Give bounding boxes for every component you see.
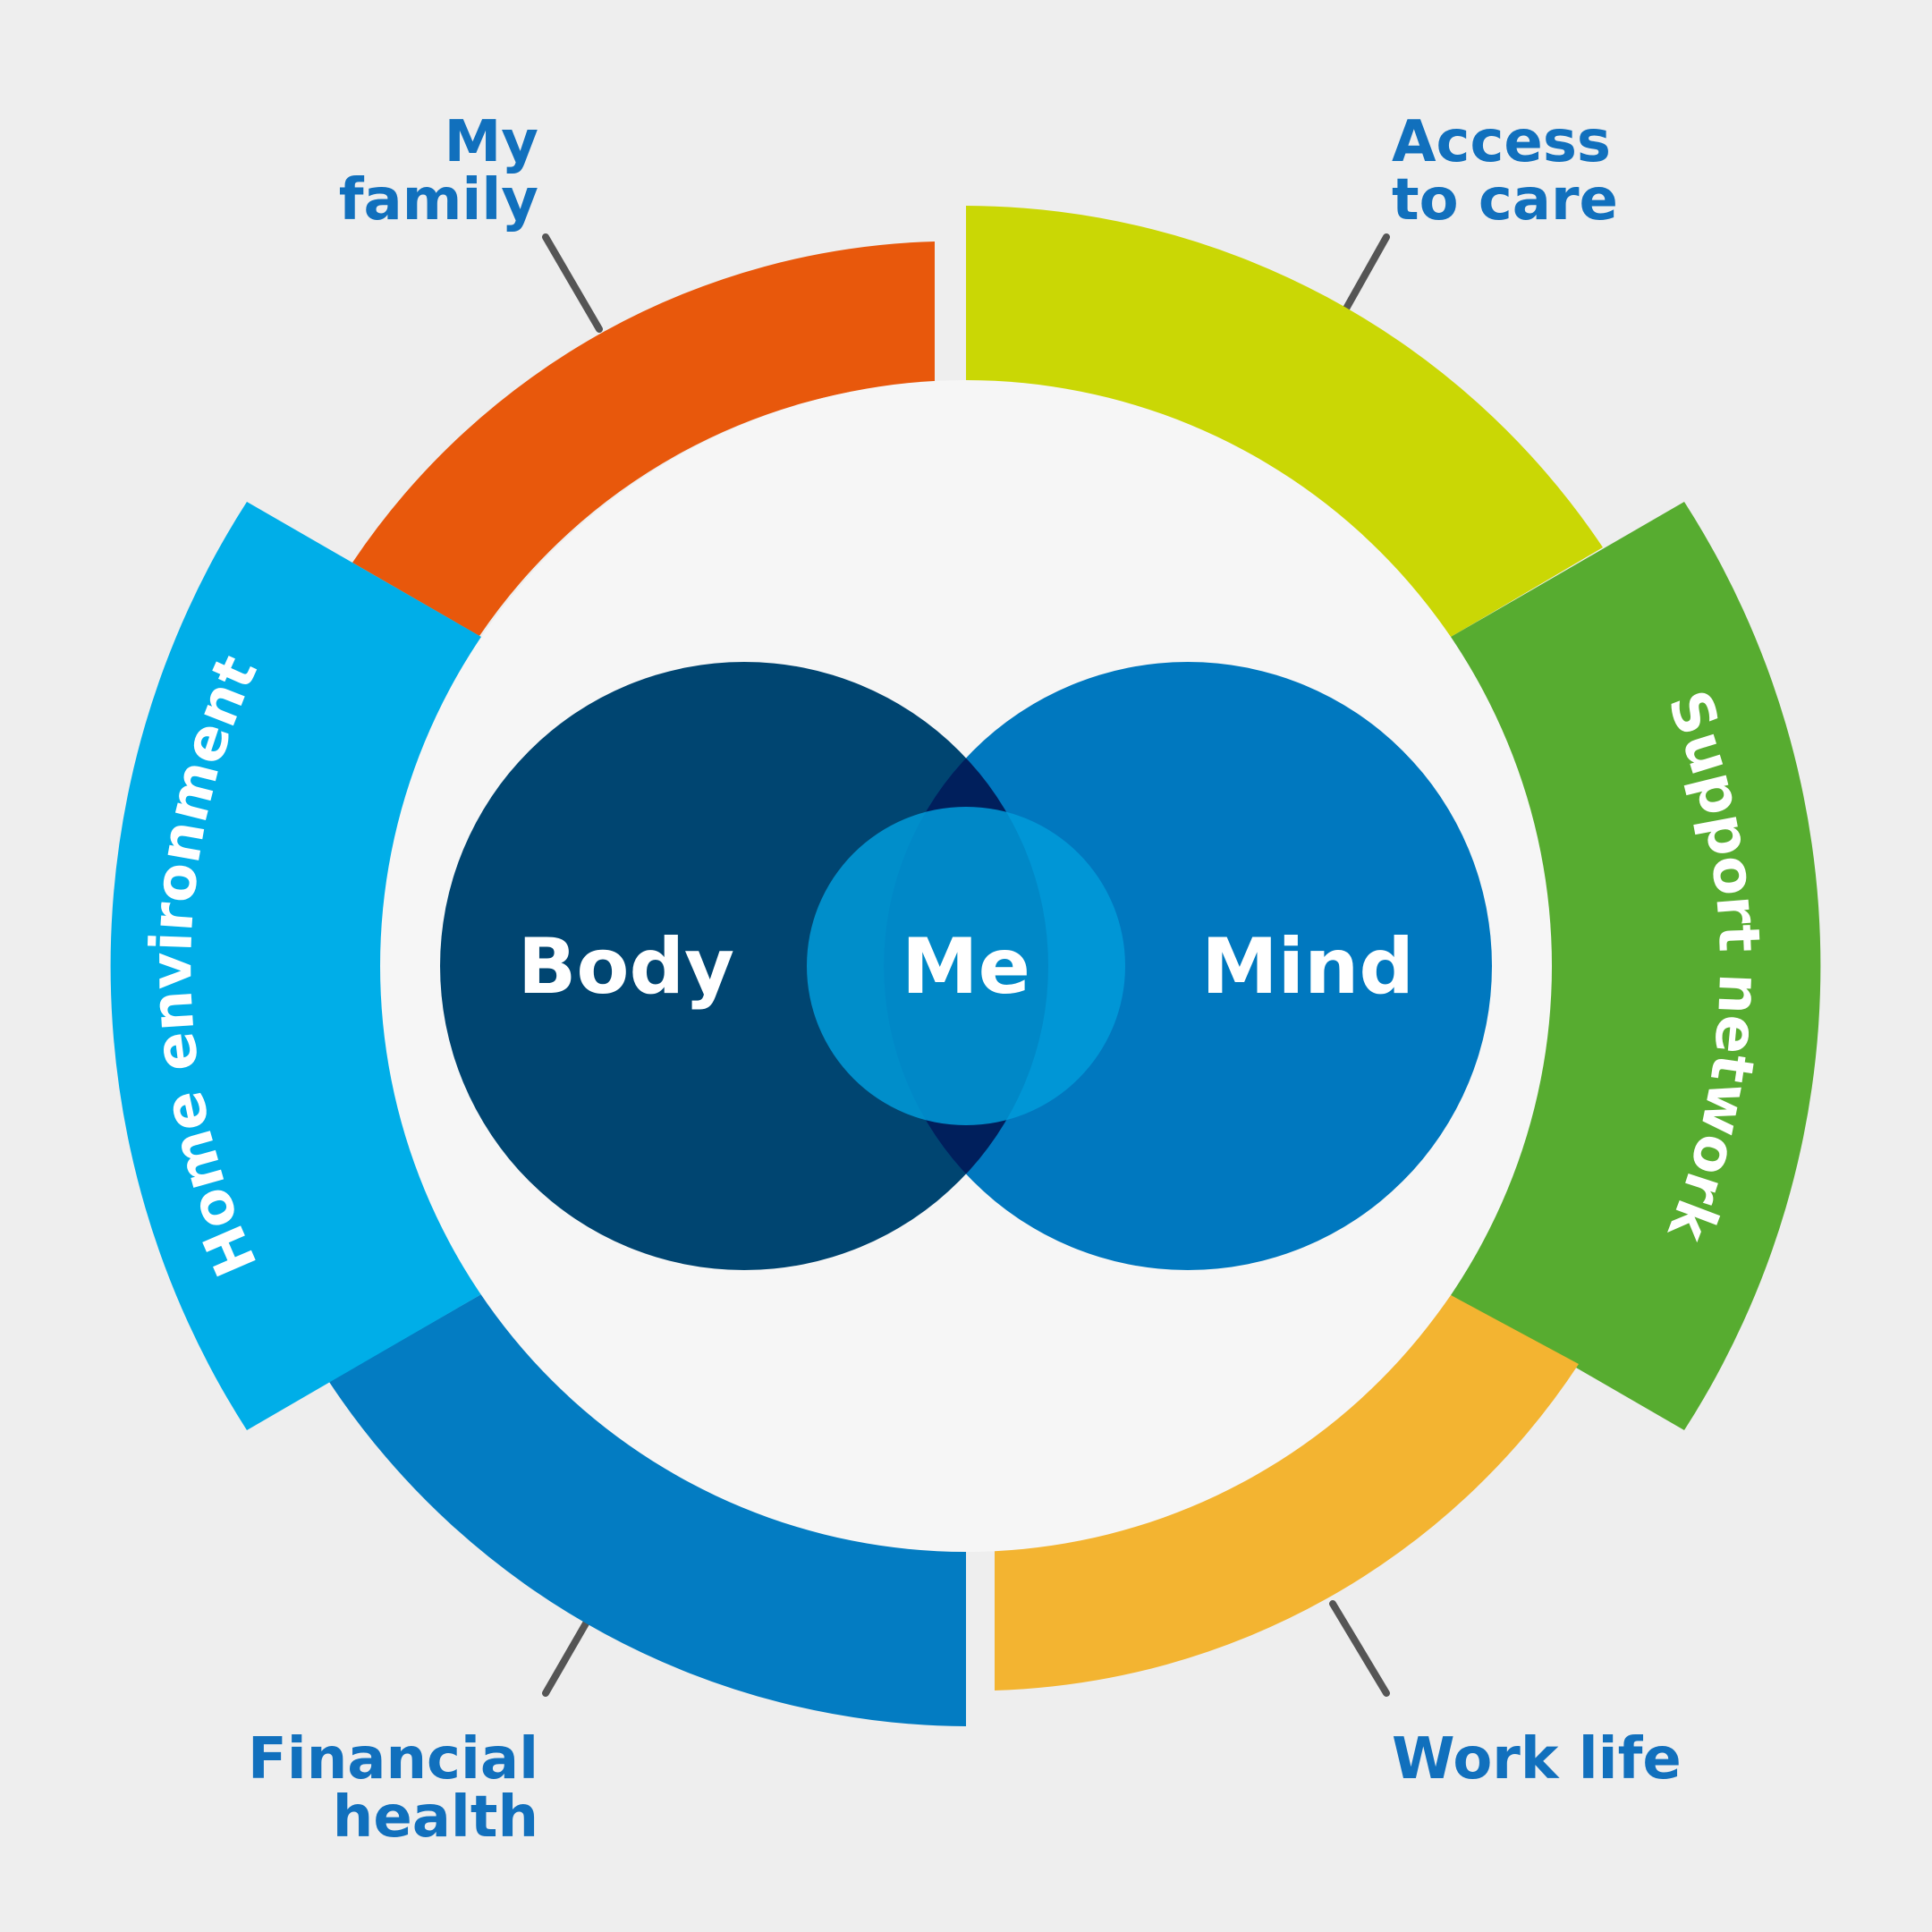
segment-access-to-care	[966, 206, 1603, 637]
label-work-life: Work life	[1392, 1726, 1682, 1792]
segment-financial-health	[329, 1294, 966, 1726]
me-label: Me	[902, 922, 1030, 1012]
label-financial-health-line1: Financial	[248, 1726, 538, 1792]
mind-label: Mind	[1201, 922, 1414, 1012]
leader-my-family	[542, 233, 603, 333]
segment-home-environment	[110, 502, 482, 1430]
me-circle	[807, 807, 1125, 1125]
body-label: Body	[518, 922, 734, 1012]
leader-lines	[542, 233, 1390, 1697]
segment-my-family	[352, 242, 935, 636]
label-my-family-line2: family	[339, 167, 538, 233]
mind-circle	[884, 662, 1492, 1270]
label-financial-health-line2: health	[333, 1784, 538, 1851]
segment-work-life	[995, 1295, 1579, 1690]
body-circle	[440, 662, 1048, 1270]
segment-support-network	[1451, 502, 1821, 1430]
leader-work-life	[1329, 1600, 1390, 1697]
label-access-to-care-line1: Access	[1392, 109, 1611, 175]
leader-access-to-care	[1343, 233, 1390, 312]
label-access-to-care-line2: to care	[1392, 167, 1618, 233]
label-my-family-line1: My	[445, 109, 538, 175]
leader-financial-health	[542, 1620, 589, 1697]
